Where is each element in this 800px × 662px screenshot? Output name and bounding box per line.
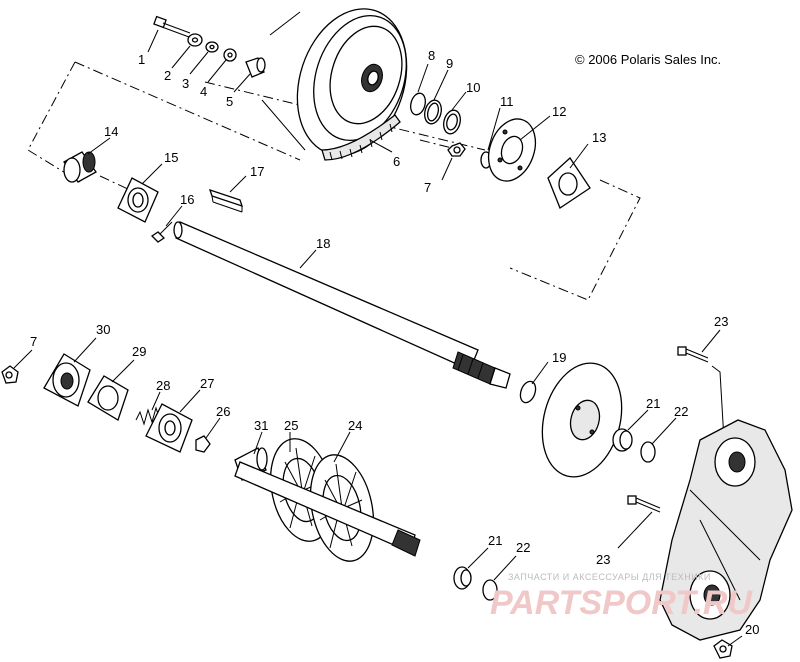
part-20-nut [713, 639, 733, 659]
callout-7-top: 7 [424, 180, 431, 195]
callout-22-lower: 22 [516, 540, 530, 555]
callout-3: 3 [182, 76, 189, 91]
callout-14: 14 [104, 124, 118, 139]
part-21-bearing-upper [612, 428, 633, 452]
assembly-dash-outline-top [27, 61, 641, 301]
part-27-flange [145, 403, 193, 453]
part-6-chain [321, 114, 401, 161]
callout-24: 24 [348, 418, 362, 433]
callout-25: 25 [284, 418, 298, 433]
part-21-bearing-lower [453, 566, 472, 590]
watermark-tagline: ЗАПЧАСТИ И АКСЕССУАРЫ ДЛЯ ТЕХНИКИ [508, 572, 711, 582]
part-8-ring [410, 92, 426, 116]
callout-21-lower: 21 [488, 533, 502, 548]
part-22-seal-lower [482, 579, 498, 601]
part-7-nut-top [447, 142, 466, 157]
part-16-bolt [150, 221, 173, 243]
callout-13: 13 [592, 130, 606, 145]
callout-4: 4 [200, 84, 207, 99]
part-22-seal-upper [640, 441, 656, 463]
part-12-bearing-flange [487, 118, 537, 182]
drive-shaft [234, 461, 421, 557]
part-26-nut [195, 435, 211, 453]
part-14-bearing [63, 151, 97, 183]
part-19-ring [519, 380, 537, 404]
part-23-bolt-upper [677, 346, 725, 441]
callout-23-upper: 23 [714, 314, 728, 329]
part-7-nut-lower [1, 365, 19, 384]
watermark-logo: PARTSPORT.RU [490, 584, 753, 622]
part-29-gasket [87, 375, 129, 421]
part-23-bolt-lower [627, 495, 661, 513]
brake-disc [541, 362, 623, 478]
callout-23-lower: 23 [596, 552, 610, 567]
callout-27: 27 [200, 376, 214, 391]
callout-5: 5 [226, 94, 233, 109]
callout-1: 1 [138, 52, 145, 67]
callout-28: 28 [156, 378, 170, 393]
part-13-flange [547, 157, 591, 209]
callout-19: 19 [552, 350, 566, 365]
chaincase-housing [659, 419, 793, 641]
callout-15: 15 [164, 150, 178, 165]
part-5-spacer [245, 57, 266, 78]
callout-11: 11 [500, 94, 514, 109]
part-18-shaft [173, 221, 511, 389]
callout-26: 26 [216, 404, 230, 419]
callout-9: 9 [446, 56, 453, 71]
callout-16: 16 [180, 192, 194, 207]
callout-10: 10 [466, 80, 480, 95]
part-1-bolt [153, 15, 191, 38]
callout-22-upper: 22 [674, 404, 688, 419]
callout-6: 6 [393, 154, 400, 169]
part-30-bearing-flange [43, 353, 91, 407]
callout-18: 18 [316, 236, 330, 251]
copyright-notice: © 2006 Polaris Sales Inc. [575, 52, 721, 67]
part-17-key [208, 188, 244, 213]
callout-17: 17 [250, 164, 264, 179]
leader-lines [13, 29, 743, 647]
part-15-flange [117, 177, 159, 223]
callout-8: 8 [428, 48, 435, 63]
callout-30: 30 [96, 322, 110, 337]
assembly-dash-shaft-axis [99, 139, 461, 191]
callout-20: 20 [745, 622, 759, 637]
callout-29: 29 [132, 344, 146, 359]
callout-21-upper: 21 [646, 396, 660, 411]
callout-12: 12 [552, 104, 566, 119]
callout-31: 31 [254, 418, 268, 433]
callout-2: 2 [164, 68, 171, 83]
driven-pulley [261, 8, 408, 156]
callout-7-lower: 7 [30, 334, 37, 349]
